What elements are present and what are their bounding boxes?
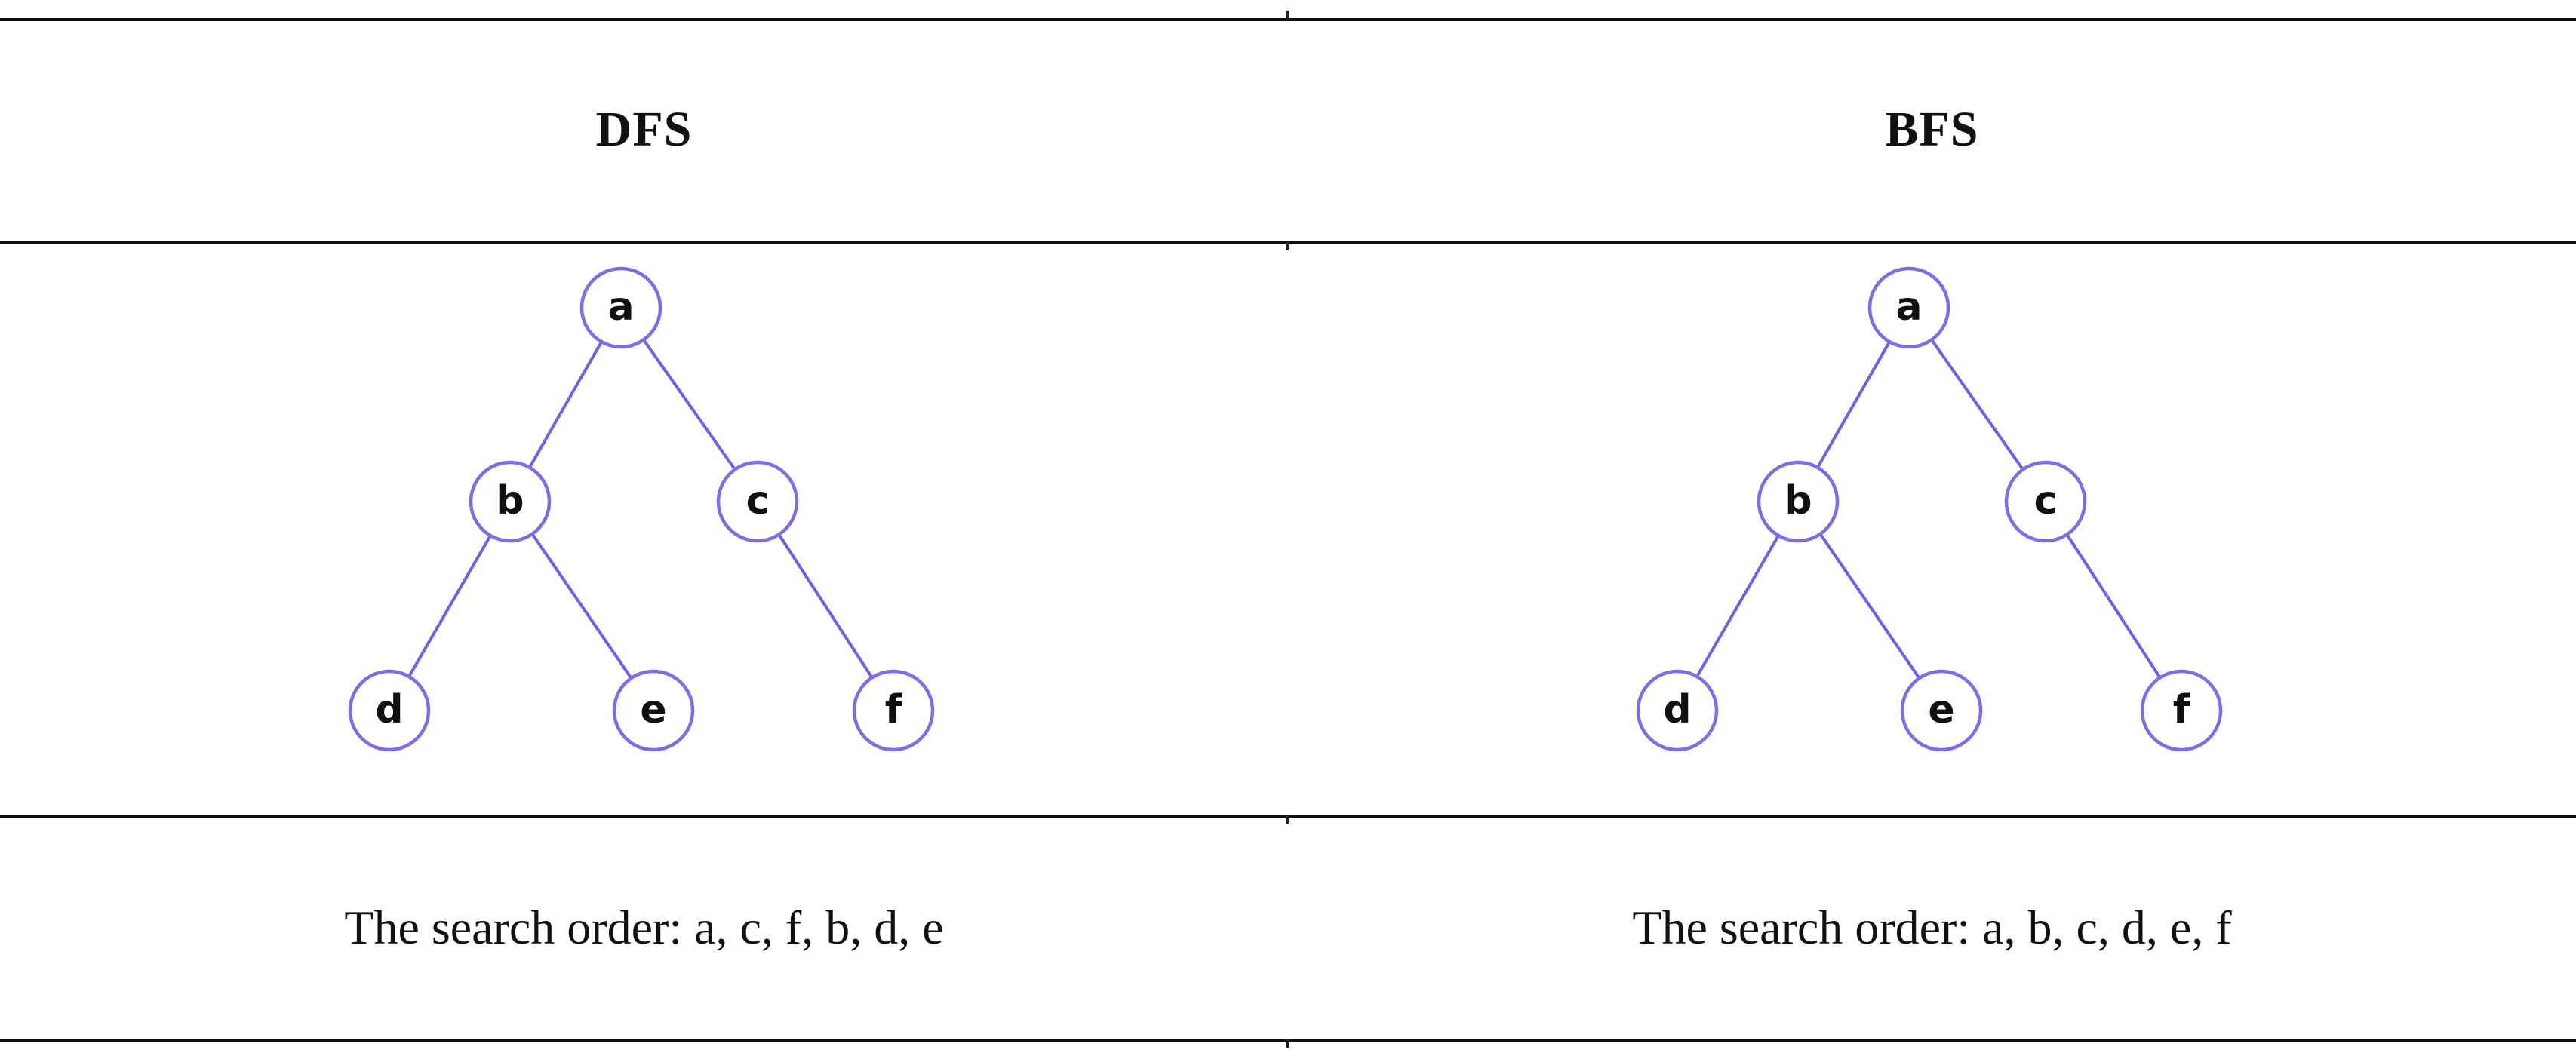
edge-b-e: [1818, 533, 1921, 680]
node-a: a: [579, 266, 662, 349]
edge-c-f: [777, 533, 874, 679]
edge-a-c: [642, 339, 736, 471]
node-d: d: [348, 669, 431, 752]
node-circle-d: [1636, 669, 1719, 752]
node-circle-d: [348, 669, 431, 752]
node-label-f: f: [885, 687, 903, 732]
node-a: a: [1867, 266, 1950, 349]
node-c: c: [716, 460, 799, 543]
bfs-search-order: The search order: a, b, c, d, e, f: [1632, 901, 2232, 954]
node-circle-b: [469, 460, 552, 543]
node-e: e: [1900, 669, 1983, 752]
column-tick: [1286, 11, 1289, 20]
node-label-d: d: [1663, 687, 1691, 732]
column-tick: [1286, 1039, 1289, 1048]
node-label-c: c: [746, 478, 770, 523]
node-label-d: d: [375, 687, 403, 732]
dfs-search-order: The search order: a, c, f, b, d, e: [344, 901, 944, 954]
node-circle-a: [579, 266, 662, 349]
node-label-a: a: [607, 284, 634, 330]
bfs-header: BFS: [1885, 102, 1979, 157]
column-tick: [1286, 815, 1289, 824]
node-label-b: b: [1784, 478, 1812, 523]
node-label-b: b: [496, 478, 524, 523]
node-circle-c: [716, 460, 799, 543]
node-b: b: [469, 460, 552, 543]
column-tick: [1286, 241, 1289, 250]
node-f: f: [852, 669, 935, 752]
node-c: c: [2004, 460, 2087, 543]
dfs-header: DFS: [595, 102, 693, 157]
node-label-e: e: [1928, 687, 1954, 732]
node-e: e: [612, 669, 695, 752]
edge-b-d: [407, 535, 492, 677]
node-circle-e: [612, 669, 695, 752]
node-circle-e: [1900, 669, 1983, 752]
edge-a-c: [1930, 339, 2024, 471]
edge-c-f: [2065, 533, 2162, 679]
node-label-e: e: [640, 687, 666, 732]
bfs-tree-diagram: a b c d e f: [1636, 266, 2223, 752]
node-label-f: f: [2173, 687, 2191, 732]
node-circle-c: [2004, 460, 2087, 543]
node-b: b: [1757, 460, 1840, 543]
node-circle-b: [1757, 460, 1840, 543]
node-circle-f: [2140, 669, 2223, 752]
node-d: d: [1636, 669, 1719, 752]
node-label-c: c: [2034, 478, 2058, 523]
node-circle-a: [1867, 266, 1950, 349]
node-label-a: a: [1895, 284, 1922, 330]
edge-b-e: [530, 533, 633, 680]
edge-a-b: [528, 341, 603, 468]
edge-b-d: [1695, 535, 1780, 677]
edge-a-b: [1816, 341, 1891, 468]
top-rule: [0, 18, 2576, 21]
node-circle-f: [852, 669, 935, 752]
node-f: f: [2140, 669, 2223, 752]
dfs-tree-diagram: a b c d e f: [348, 266, 935, 752]
